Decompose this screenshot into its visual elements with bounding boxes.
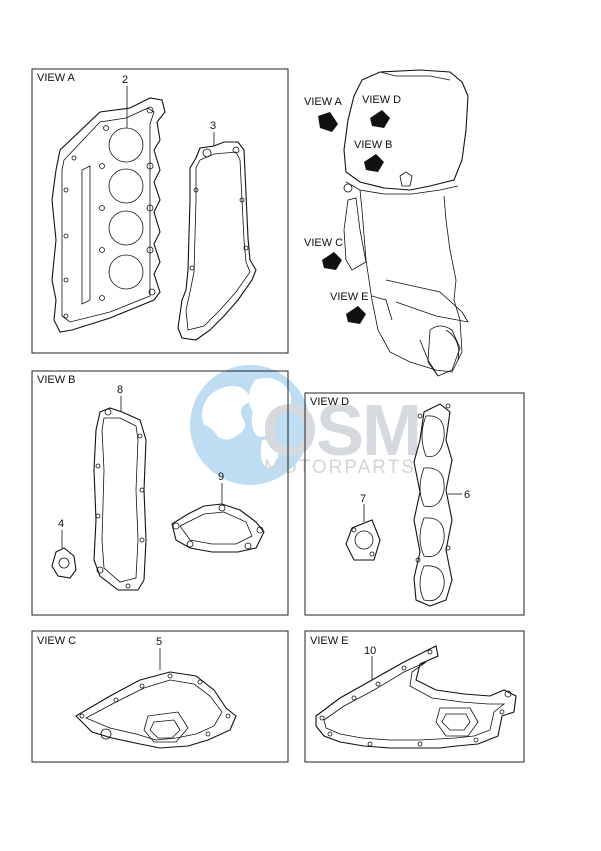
globe-land xyxy=(202,378,292,468)
callout-6: 6 xyxy=(464,489,470,501)
panel-frame xyxy=(31,68,289,354)
arrow-icon xyxy=(364,154,384,172)
arrow-icon xyxy=(370,110,390,128)
callout-7: 7 xyxy=(360,493,366,505)
arrow-icon xyxy=(322,252,342,270)
panel-title: VIEW D xyxy=(310,396,349,408)
callout-9: 9 xyxy=(218,471,224,483)
panel-title: VIEW A xyxy=(37,72,76,84)
part-4-gasket xyxy=(51,547,77,579)
watermark: OSM MOTORPARTS xyxy=(190,365,422,485)
panel-frame xyxy=(304,392,525,616)
arrow-view-c: VIEW C xyxy=(304,237,343,270)
arrow-view-a: VIEW A xyxy=(304,96,343,132)
part-10-gasket xyxy=(315,645,517,749)
panel-view-a: VIEW A 2 3 xyxy=(31,68,289,354)
callout-8: 8 xyxy=(117,384,123,396)
panel-view-b: VIEW B 8 4 9 xyxy=(31,370,289,616)
callout-3: 3 xyxy=(210,120,216,132)
callout-2: 2 xyxy=(122,74,128,86)
callout-10: 10 xyxy=(364,645,376,657)
panel-view-c: VIEW C 5 xyxy=(31,630,289,763)
panel-frame xyxy=(304,630,525,763)
part-8-gasket xyxy=(93,407,147,591)
arrow-view-e: VIEW E xyxy=(330,291,369,324)
arrow-label: VIEW A xyxy=(304,96,343,108)
panel-view-e: VIEW E 10 xyxy=(304,630,525,763)
arrow-label: VIEW E xyxy=(330,291,369,303)
panel-title: VIEW E xyxy=(310,635,349,647)
arrow-icon xyxy=(318,112,338,132)
part-9-gasket xyxy=(171,503,265,553)
panel-frame xyxy=(31,370,289,616)
part-2-head-gasket xyxy=(51,97,166,333)
part-7-gasket xyxy=(345,519,381,561)
arrow-label: VIEW B xyxy=(354,139,393,151)
arrow-label: VIEW D xyxy=(362,94,401,106)
arrow-icon xyxy=(346,306,366,324)
callout-4: 4 xyxy=(58,518,64,530)
engine-outline xyxy=(343,69,469,377)
panel-frame xyxy=(31,630,289,763)
panel-view-d: VIEW D 6 7 xyxy=(304,392,525,616)
watermark-brand: OSM xyxy=(262,391,420,471)
arrow-view-b: VIEW B xyxy=(354,139,393,172)
arrow-view-d: VIEW D xyxy=(362,94,401,128)
arrow-label: VIEW C xyxy=(304,237,343,249)
part-3-cover-gasket xyxy=(177,141,257,341)
part-5-gasket xyxy=(75,671,237,749)
callout-5: 5 xyxy=(156,636,162,648)
part-6-manifold-gasket xyxy=(413,403,453,607)
panel-title: VIEW B xyxy=(37,374,76,386)
panel-title: VIEW C xyxy=(37,635,76,647)
watermark-tagline: MOTORPARTS xyxy=(264,457,416,478)
